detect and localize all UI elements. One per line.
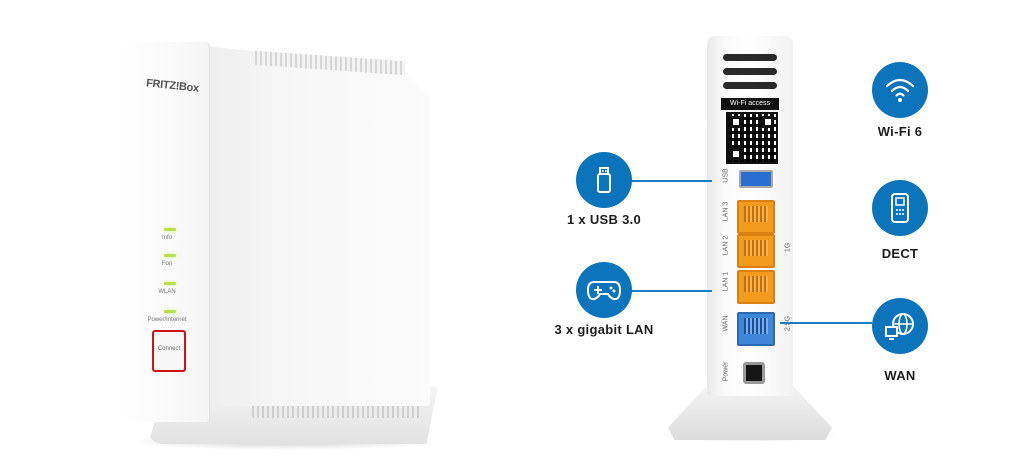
lan-port-3 [737,200,775,234]
power-port [743,362,765,384]
wifi-access-label: Wi-Fi access [721,98,779,110]
wifi-icon [885,78,915,102]
wan-port [737,312,775,346]
qr-finder [762,116,774,128]
port-label-wan: WAN [722,315,730,332]
wifi-feature-icon [872,62,928,118]
usb-icon [597,167,611,193]
port-label-usb: USB [722,168,730,183]
qr-finder [730,116,742,128]
vent-slot [723,68,777,75]
wan-connector-line [780,322,872,324]
usb-port [739,170,773,188]
wifi-qr-code [726,112,778,164]
led-label-fon: Fon [161,261,173,267]
wifi-feature-label: Wi-Fi 6 [877,124,923,139]
port-label-power: Power [722,361,730,382]
usb-feature-label: 1 x USB 3.0 [566,212,642,227]
lan-connector-line [632,290,712,292]
lan-port-1 [737,270,775,304]
router-logo: FRITZ!Box [145,77,200,95]
router-back-panel: Wi-Fi access USB LAN 3 LAN 2 LAN 1 1G WA… [707,36,793,396]
connect-label: Connect [157,346,181,352]
connect-button: Connect [152,330,186,372]
lan-port-2 [737,234,775,268]
led-label-wlan: WLAN [158,289,176,295]
wan-feature-icon [872,298,928,354]
led-label-info: Info [161,235,172,241]
led-fon [164,254,176,257]
dect-feature-label: DECT [881,246,919,261]
dect-feature-icon [872,180,928,236]
globe-icon [885,313,914,340]
router-front-view: FRITZ!Box Info Fon WLAN Power/Internet C… [110,36,440,456]
usb-feature-icon [576,152,632,208]
port-label-lan2: LAN 2 [722,235,730,256]
led-info [164,228,176,231]
cordless-phone-icon [891,193,909,223]
port-label-lan3: LAN 3 [722,201,730,222]
port-label-lan1: LAN 1 [722,271,730,292]
router-front-panel: FRITZ!Box Info Fon WLAN Power/Internet C… [124,42,210,422]
usb-connector-line [632,180,712,182]
qr-finder [730,148,742,160]
vent-slot [723,82,777,89]
router-side-panel [205,46,430,406]
lan-feature-icon [576,262,632,318]
wan-feature-label: WAN [884,368,916,383]
led-label-power-internet: Power/Internet [147,317,187,323]
vent-slot [723,54,777,61]
led-wlan [164,282,176,285]
port-label-lan-speed: 1G [784,242,792,253]
router-back-view: Wi-Fi access USB LAN 3 LAN 2 LAN 1 1G WA… [650,36,850,442]
lan-feature-label: 3 x gigabit LAN [554,322,654,337]
led-power-internet [164,310,176,313]
gamepad-icon [586,281,622,301]
